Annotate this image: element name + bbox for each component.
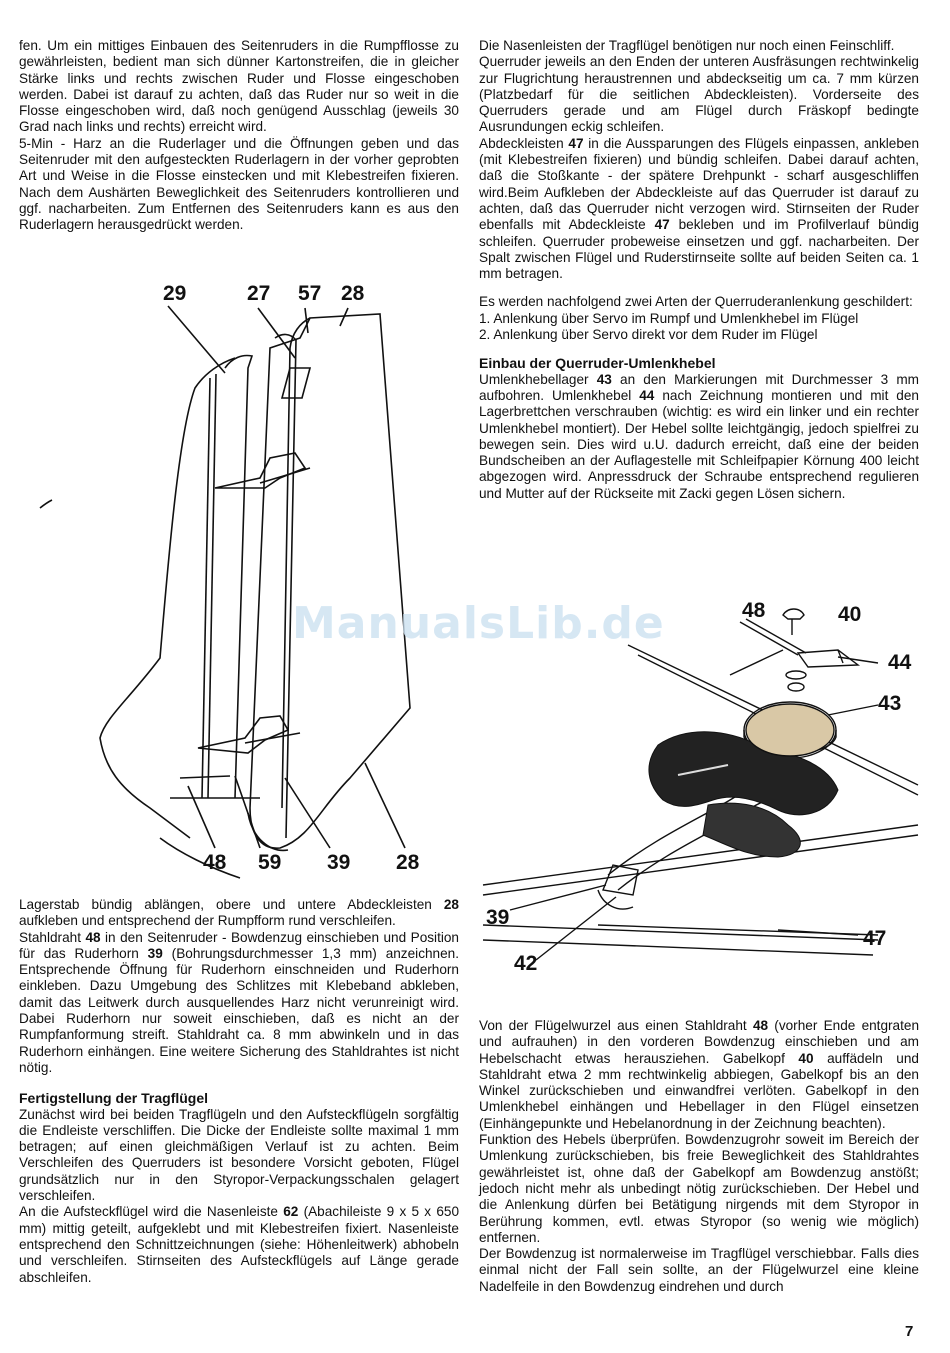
page-number: 7: [905, 1323, 914, 1340]
part-number: 43: [596, 371, 612, 387]
rudder-figure: 29 27 57 28 48 59 39 28: [20, 278, 450, 883]
paragraph: 5-Min - Harz an die Ruderlager und die Ö…: [19, 135, 459, 233]
paragraph: Abdeckleisten 47 in die Aussparungen des…: [479, 135, 920, 282]
part-number: 62: [283, 1204, 299, 1220]
label-39: 39: [486, 906, 510, 929]
left-column-top: fen. Um ein mittiges Einbauen des Seiten…: [19, 38, 459, 268]
watermark: ManualsLib.de: [292, 598, 665, 649]
paragraph: Stahldraht 48 in den Seitenruder - Bowde…: [19, 929, 460, 1075]
left-column-bottom: Lagerstab bündig ablängen, obere und unt…: [19, 897, 459, 1286]
paragraph: Querruder jeweils an den Enden der unter…: [479, 54, 919, 135]
right-column-top: Die Nasenleisten der Tragflügel benötige…: [479, 38, 919, 502]
label-48: 48: [742, 599, 766, 622]
label-44: 44: [888, 651, 912, 674]
label-28-bottom: 28: [396, 851, 420, 874]
paragraph: Lagerstab bündig ablängen, obere und unt…: [19, 897, 459, 929]
list-item: 2. Anlenkung über Servo direkt vor dem R…: [479, 327, 818, 343]
section-heading: Fertigstellung der Tragflügel: [19, 1090, 209, 1107]
right-column-bottom: Von der Flügelwurzel aus einen Stahldrah…: [479, 1018, 919, 1295]
label-39: 39: [327, 851, 351, 874]
list-item: 1. Anlenkung über Servo im Rumpf und Uml…: [479, 310, 859, 326]
label-40: 40: [838, 603, 862, 626]
label-42: 42: [514, 952, 538, 975]
paragraph: fen. Um ein mittiges Einbauen des Seiten…: [19, 38, 459, 135]
label-43: 43: [878, 692, 902, 715]
paragraph: Die Nasenleisten der Tragflügel benötige…: [479, 38, 895, 53]
paragraph: Von der Flügelwurzel aus einen Stahldrah…: [479, 1018, 920, 1131]
paragraph: Funktion des Hebels überprüfen. Bowdenzu…: [479, 1132, 919, 1245]
label-59: 59: [258, 851, 282, 874]
part-number: 47: [654, 217, 670, 233]
part-number: 48: [85, 929, 101, 945]
label-29: 29: [163, 282, 187, 305]
label-48: 48: [203, 851, 227, 874]
part-number: 40: [798, 1050, 814, 1066]
linkage-list: 1. Anlenkung über Servo im Rumpf und Uml…: [479, 311, 919, 344]
label-27: 27: [247, 282, 271, 305]
label-47: 47: [863, 927, 887, 950]
part-number: 44: [639, 387, 655, 403]
paragraph: Es werden nachfolgend zwei Arten der Que…: [479, 294, 913, 310]
bellcrank-figure: 48 40 44 43 39 42 47: [478, 595, 923, 985]
part-number: 47: [568, 135, 584, 151]
part-number: 48: [752, 1018, 769, 1033]
part-number: 39: [147, 945, 163, 961]
label-28-top: 28: [341, 282, 365, 305]
bellcrank-drawing: [482, 608, 919, 961]
paragraph: Der Bowdenzug ist normalerweise im Tragf…: [479, 1246, 919, 1294]
section-heading: Einbau der Querruder-Umlenkhebel: [479, 355, 716, 372]
part-number: 28: [443, 897, 459, 912]
label-57: 57: [298, 282, 322, 305]
paragraph: Zunächst wird bei beiden Tragflügeln und…: [19, 1106, 459, 1204]
paragraph: An die Aufsteckflügel wird die Nasenleis…: [19, 1204, 459, 1285]
paragraph: Umlenkhebellager 43 an den Markierungen …: [479, 371, 920, 501]
rudder-drawing: [39, 305, 411, 879]
